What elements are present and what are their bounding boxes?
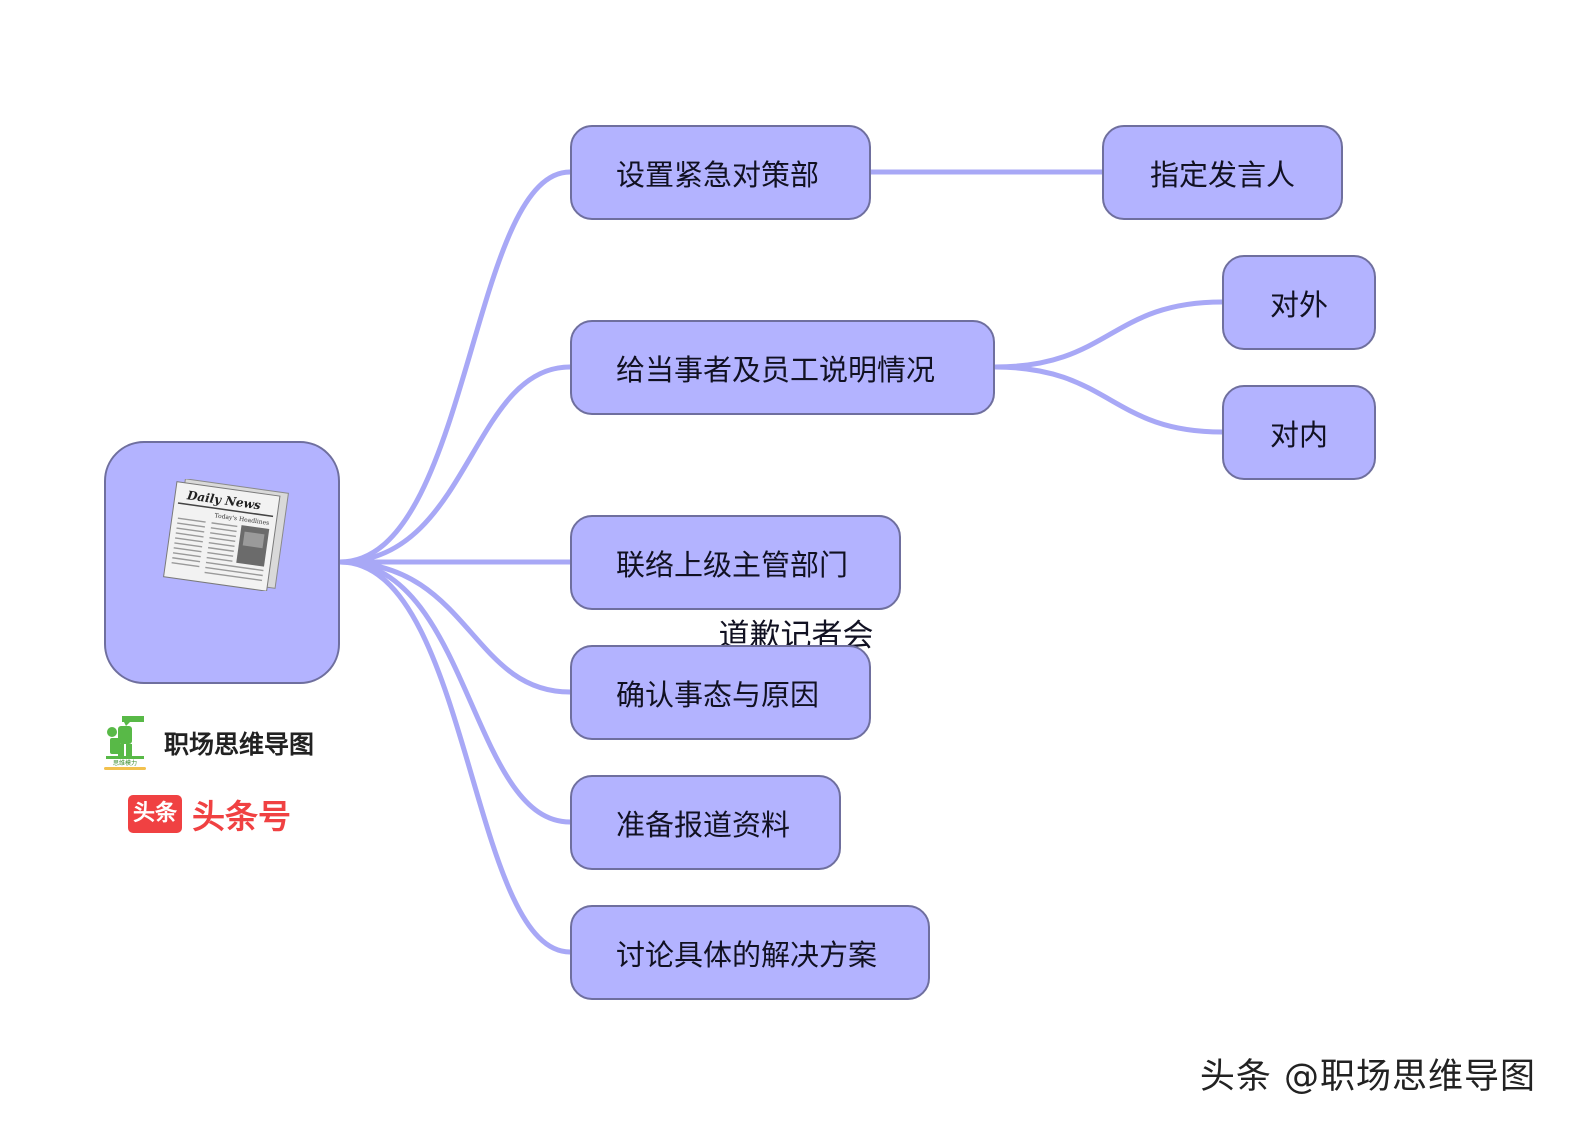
- brand-logo-mindmap-text: 职场思维导图: [164, 730, 315, 759]
- branch-node-contact-authority[interactable]: 联络上级主管部门: [570, 515, 901, 610]
- connector-root-branch-1: [337, 169, 573, 565]
- branch-label: 设置紧急对策部: [616, 157, 820, 192]
- branch-node-confirm-cause[interactable]: 确认事态与原因: [570, 645, 871, 740]
- branch-node-emergency-office[interactable]: 设置紧急对策部: [570, 125, 871, 220]
- connector-root-branch-5: [337, 559, 573, 825]
- connector-branch-2-leaf-1: [992, 299, 1225, 370]
- branch-node-prepare-materials[interactable]: 准备报道资料: [570, 775, 841, 870]
- connector-branch-2-leaf-2: [992, 364, 1225, 435]
- connector-root-branch-4: [337, 559, 573, 695]
- leaf-label: 指定发言人: [1149, 157, 1295, 192]
- branch-label: 准备报道资料: [616, 807, 791, 842]
- brand-logo-mindmap: 思维模力 职场思维导图: [100, 714, 314, 772]
- connector-root-branch-6: [337, 559, 573, 955]
- toutiao-badge: 头条: [128, 795, 183, 833]
- connector-root-branch-2: [337, 364, 573, 565]
- newspaper-icon: Daily News Today's Headlines: [163, 479, 289, 591]
- branch-label: 给当事者及员工说明情况: [616, 352, 936, 387]
- person-icon: 思维模力: [104, 716, 146, 770]
- leaf-node-spokesperson[interactable]: 指定发言人: [1102, 125, 1343, 220]
- branch-label: 讨论具体的解决方案: [616, 937, 878, 972]
- root-node[interactable]: Daily News Today's Headlines: [104, 441, 340, 684]
- branch-label: 联络上级主管部门: [616, 547, 849, 582]
- brand-logo-toutiao: 头条 头条号: [128, 790, 291, 838]
- branch-node-discuss-solution[interactable]: 讨论具体的解决方案: [570, 905, 930, 1000]
- watermark-text: 头条 @职场思维导图: [1199, 1057, 1536, 1097]
- leaf-node-internal[interactable]: 对内: [1222, 385, 1376, 480]
- leaf-node-external[interactable]: 对外: [1222, 255, 1376, 350]
- branch-node-explain-situation[interactable]: 给当事者及员工说明情况: [570, 320, 995, 415]
- branch-label: 确认事态与原因: [616, 677, 820, 712]
- brand-logo-small-text: 思维模力: [113, 759, 137, 767]
- leaf-label: 对外: [1269, 287, 1328, 322]
- leaf-label: 对内: [1269, 417, 1328, 452]
- toutiao-text: 头条号: [192, 797, 292, 836]
